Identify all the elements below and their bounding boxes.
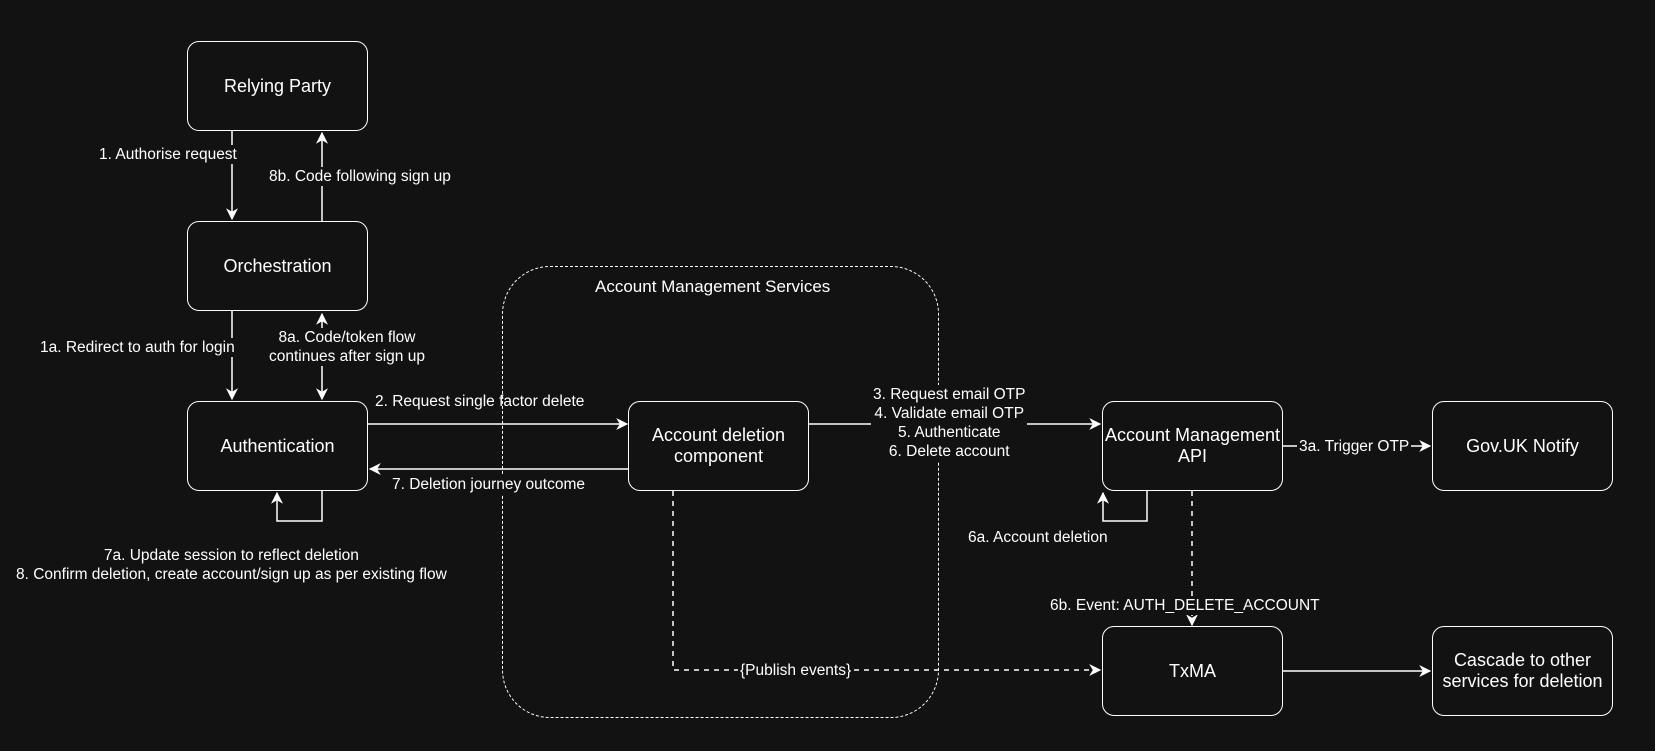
authentication-node[interactable]: Authentication — [187, 401, 368, 491]
label-code-token-flow: 8a. Code/token flow continues after sign… — [267, 328, 427, 366]
label-trigger-otp: 3a. Trigger OTP — [1297, 437, 1412, 456]
govuk-notify-label: Gov.UK Notify — [1466, 435, 1579, 456]
relying-party-label: Relying Party — [223, 75, 332, 96]
group-title: Account Management Services — [595, 277, 831, 296]
label-otp-step-3: 5. Authenticate — [897, 424, 1001, 441]
govuk-notify-node[interactable]: Gov.UK Notify — [1432, 401, 1613, 491]
account-management-api-label-1: Account Management — [1104, 425, 1281, 445]
label-event-delete: 6b. Event: AUTH_DELETE_ACCOUNT — [1048, 596, 1322, 615]
account-management-api-node[interactable]: Account Management API — [1102, 401, 1283, 491]
authentication-label: Authentication — [220, 435, 335, 456]
edge-publish-events — [672, 491, 1102, 676]
relying-party-node[interactable]: Relying Party — [187, 41, 368, 131]
account-deletion-node[interactable]: Account deletion component — [628, 401, 809, 491]
edge-auth-self-loop — [271, 491, 323, 522]
txma-node[interactable]: TxMA — [1102, 626, 1283, 716]
label-code-token-flow-1: 8a. Code/token flow — [278, 329, 416, 346]
label-code-following-signup: 8b. Code following sign up — [267, 167, 453, 186]
label-account-deletion-self: 6a. Account deletion — [968, 529, 1108, 546]
label-update-session: 7a. Update session to reflect deletion 8… — [16, 546, 447, 584]
label-code-token-flow-2: continues after sign up — [269, 348, 425, 365]
account-deletion-label-2: component — [673, 446, 764, 466]
cascade-node[interactable]: Cascade to other services for deletion — [1432, 626, 1613, 716]
orchestration-node[interactable]: Orchestration — [187, 221, 368, 311]
label-otp-step-4: 6. Delete account — [888, 443, 1010, 460]
cascade-label-2: services for deletion — [1442, 671, 1603, 691]
label-otp-steps: 3. Request email OTP 4. Validate email O… — [871, 385, 1028, 461]
label-request-single-factor: 2. Request single factor delete — [375, 393, 585, 410]
label-deletion-outcome: 7. Deletion journey outcome — [390, 475, 588, 494]
account-deletion-label-1: Account deletion — [651, 425, 786, 445]
label-update-session-1: 7a. Update session to reflect deletion — [103, 547, 359, 564]
txma-label: TxMA — [1169, 660, 1216, 681]
cascade-label-1: Cascade to other — [1453, 650, 1592, 670]
edge-api-self-loop — [1097, 491, 1148, 522]
label-otp-step-1: 3. Request email OTP — [873, 386, 1026, 403]
orchestration-label: Orchestration — [223, 255, 332, 276]
label-update-session-2: 8. Confirm deletion, create account/sign… — [16, 566, 447, 583]
account-management-api-label-2: API — [1177, 446, 1207, 466]
label-redirect-auth: 1a. Redirect to auth for login — [38, 338, 237, 357]
label-publish-events: {Publish events} — [738, 661, 854, 680]
label-authorise-request: 1. Authorise request — [97, 145, 239, 164]
label-otp-step-2: 4. Validate email OTP — [874, 405, 1025, 422]
